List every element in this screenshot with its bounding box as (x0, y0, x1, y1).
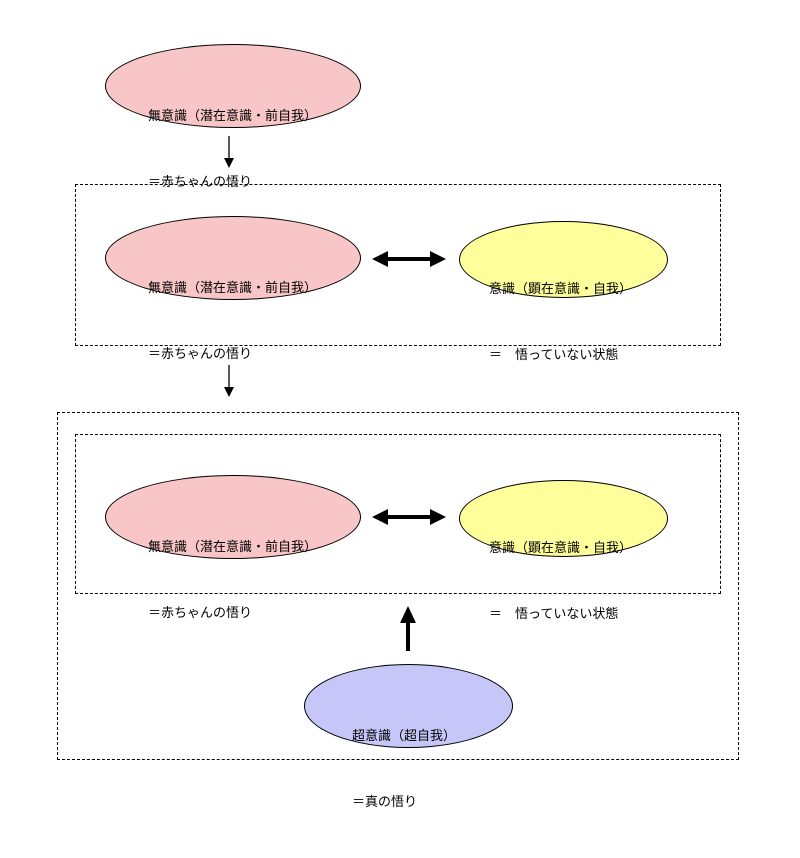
stage2-unconscious-subtitle: ＝赤ちゃんの悟り (148, 347, 253, 362)
stage3-conscious-subtitle: ＝ 悟っていない状態 (489, 607, 619, 622)
arrow-down-2 (224, 365, 234, 397)
stage2-unconscious-text: 無意識（潜在意識・前自我） ＝赤ちゃんの悟り (148, 234, 317, 410)
stage1-unconscious-node: 無意識（潜在意識・前自我） ＝赤ちゃんの悟り (105, 44, 361, 190)
stage3-outer-frame (57, 412, 739, 760)
stage2-conscious-subtitle: ＝ 悟っていない状態 (489, 348, 619, 363)
stage2-conscious-title: 意識（顕在意識・自我） (489, 282, 633, 297)
stage3-unconscious-node: 無意識（潜在意識・前自我） ＝赤ちゃんの悟り (105, 475, 361, 621)
stage3-unconscious-text: 無意識（潜在意識・前自我） ＝赤ちゃんの悟り (148, 493, 317, 669)
stage3-unconscious-title: 無意識（潜在意識・前自我） (148, 540, 318, 555)
stage2-frame (75, 184, 721, 346)
stage3-conscious-text: 意識（顕在意識・自我） ＝ 悟っていない状態 (489, 494, 632, 670)
stage3-superconscious-subtitle: ＝真の悟り (352, 795, 418, 810)
stage2-conscious-node: 意識（顕在意識・自我） ＝ 悟っていない状態 (459, 221, 668, 363)
stage3-conscious-title: 意識（顕在意識・自我） (489, 541, 633, 556)
stage1-unconscious-subtitle: ＝赤ちゃんの悟り (148, 175, 253, 190)
stage1-unconscious-text: 無意識（潜在意識・前自我） ＝赤ちゃんの悟り (148, 62, 317, 238)
stage1-unconscious-title: 無意識（潜在意識・前自我） (148, 109, 318, 124)
stage2-conscious-text: 意識（顕在意識・自我） ＝ 悟っていない状態 (489, 235, 632, 411)
stage3-unconscious-subtitle: ＝赤ちゃんの悟り (148, 606, 253, 621)
stage3-superconscious-title: 超意識（超自我） (352, 729, 457, 744)
arrow-up-superconscious (400, 606, 416, 651)
stage3-conscious-node: 意識（顕在意識・自我） ＝ 悟っていない状態 (459, 480, 668, 622)
stage3-superconscious-node: 超意識（超自我） ＝真の悟り (304, 664, 513, 810)
stage2-unconscious-node: 無意識（潜在意識・前自我） ＝赤ちゃんの悟り (105, 216, 361, 362)
arrows-layer (224, 136, 446, 651)
stage3-inner-frame (75, 434, 721, 594)
double-arrow-stage3 (372, 509, 446, 525)
arrow-down-1 (224, 136, 234, 168)
stage2-unconscious-title: 無意識（潜在意識・前自我） (148, 281, 318, 296)
double-arrow-stage2 (372, 251, 446, 267)
